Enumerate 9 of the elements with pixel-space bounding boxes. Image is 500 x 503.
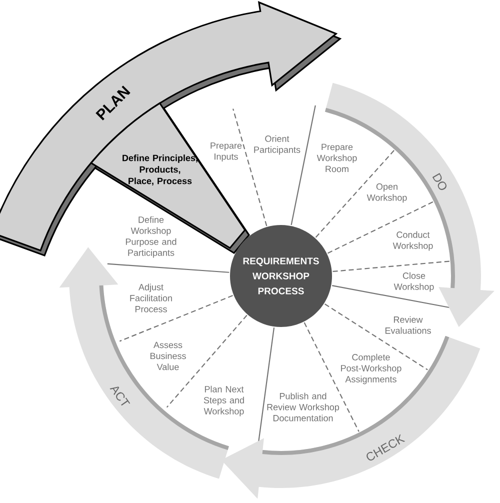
segment-label: Publish and Review Workshop Documentation bbox=[267, 392, 340, 422]
segment-label: Close Workshop bbox=[394, 272, 434, 292]
segment-label: Open Workshop bbox=[366, 183, 407, 203]
segment-label: Assess Business Value bbox=[150, 342, 186, 370]
segment-label: Prepare Inputs bbox=[210, 142, 242, 162]
segment-label: Adjust Facilitation Process bbox=[130, 284, 172, 312]
segment-label: Conduct Workshop bbox=[392, 231, 433, 251]
segment-label: Orient Participants bbox=[254, 135, 300, 155]
segment-label: Complete Post-Workshop Assignments bbox=[341, 354, 402, 384]
